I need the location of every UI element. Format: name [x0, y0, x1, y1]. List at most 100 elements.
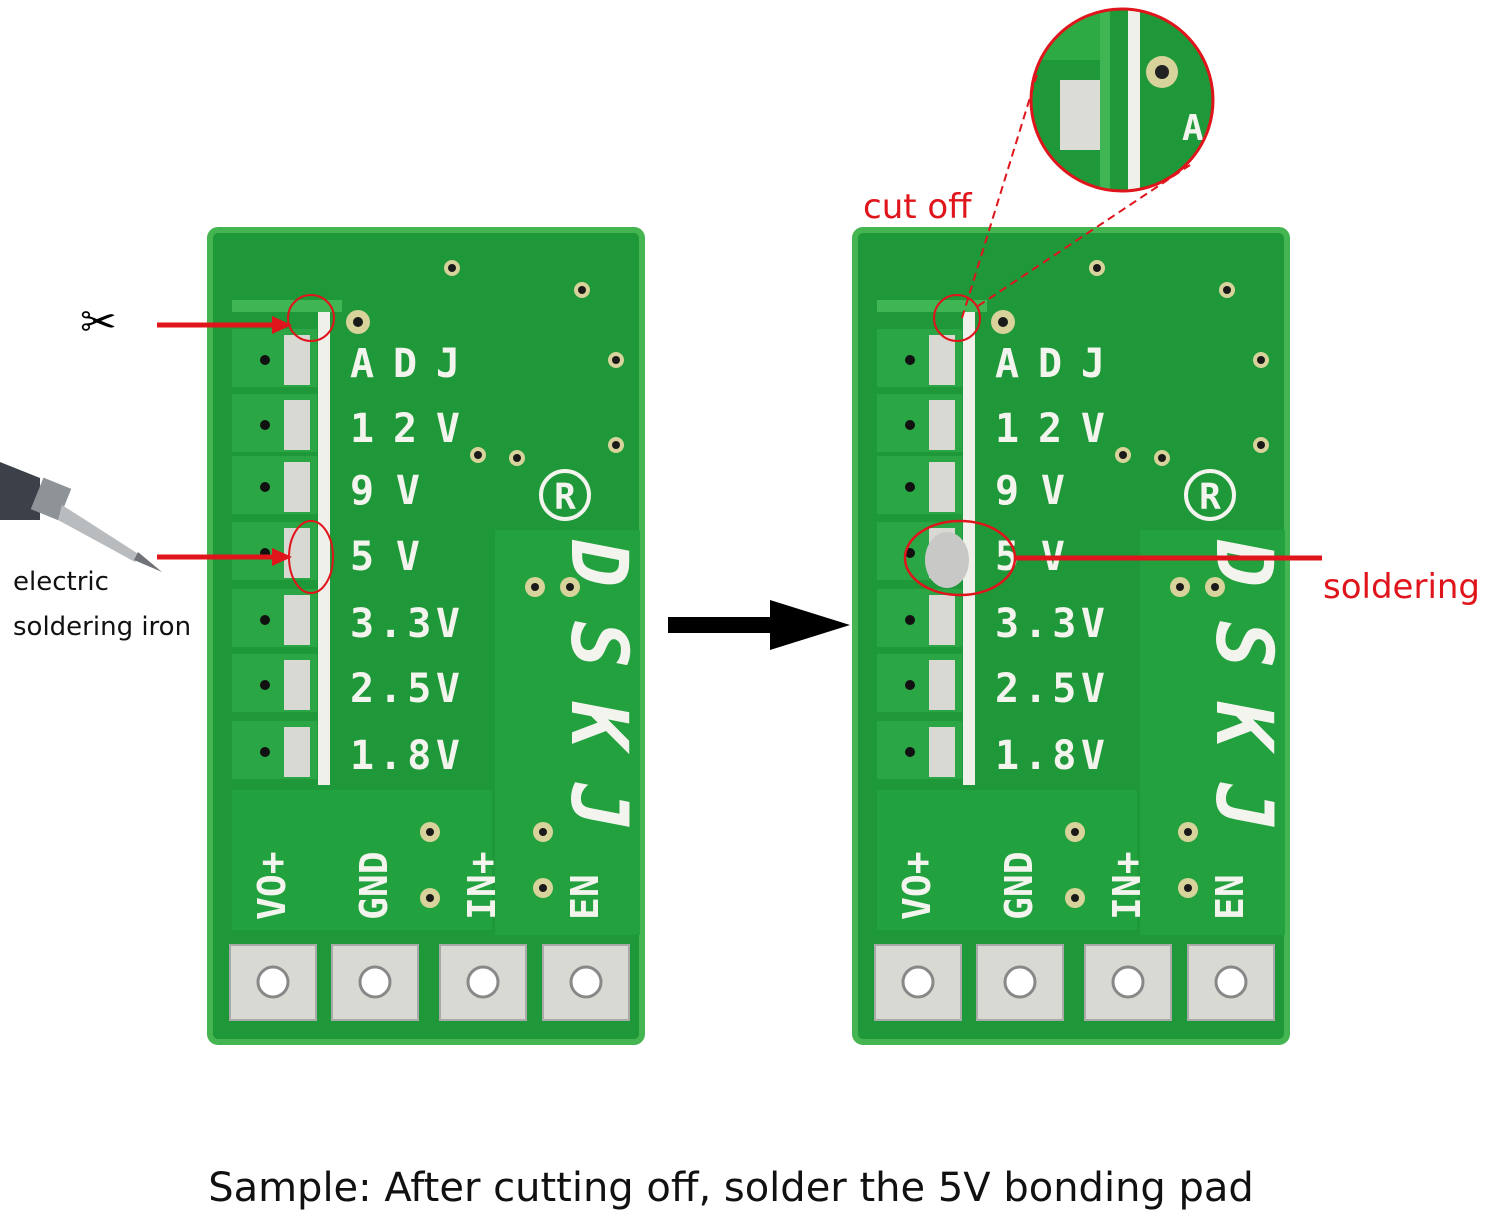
via-hole [353, 317, 363, 327]
copper-area [232, 790, 492, 930]
iron-label-line2: soldering iron [13, 612, 191, 642]
pad-label-12v: 12V [995, 406, 1105, 452]
soldering-label: soldering [1323, 567, 1480, 607]
pin-label-gnd: GND [997, 851, 1041, 920]
via-hole [539, 884, 547, 892]
solder-pad [929, 335, 955, 385]
via-hole [1119, 451, 1127, 459]
pin-label-in-plus: IN+ [1105, 851, 1149, 920]
pad-label-12v: 12V [350, 406, 460, 452]
inset-leader-line [977, 164, 1191, 307]
pin-hole [1003, 965, 1037, 999]
pad-hole [260, 482, 270, 492]
trace [318, 300, 330, 785]
transition-arrow [668, 600, 850, 650]
registered-mark: R [1199, 477, 1221, 518]
pad-hole [260, 615, 270, 625]
iron-label-line1: electric [13, 567, 109, 597]
via-hole [539, 828, 547, 836]
via-hole [578, 286, 586, 294]
via-hole [1176, 583, 1184, 591]
via-hole [1158, 454, 1166, 462]
pin-label-gnd: GND [352, 851, 396, 920]
registered-mark: R [554, 477, 576, 518]
inset-letter: A [1182, 108, 1204, 149]
pad-hole [905, 747, 915, 757]
via-hole [1211, 583, 1219, 591]
via-hole [1257, 356, 1265, 364]
solder-pad [284, 462, 310, 512]
solder-pad [929, 462, 955, 512]
pin-hole [901, 965, 935, 999]
pin-label-vo-plus: VO+ [895, 851, 939, 920]
copper-area [1140, 530, 1285, 935]
via-hole [426, 828, 434, 836]
pad-hole [260, 420, 270, 430]
pad-label-adj: ADJ [995, 341, 1105, 387]
registered-mark-circle [539, 469, 591, 521]
pad-hole [260, 747, 270, 757]
magnified-inset: A [1029, 7, 1215, 193]
via-hole [426, 894, 434, 902]
via-hole [474, 451, 482, 459]
pin-hole [1214, 965, 1248, 999]
cut-highlight-circle [933, 294, 981, 342]
pin-label-vo-plus: VO+ [250, 851, 294, 920]
solder-pad [929, 727, 955, 777]
pin-hole [466, 965, 500, 999]
via-hole [1223, 286, 1231, 294]
solder-arrow-head [272, 548, 292, 566]
pad-hole [905, 355, 915, 365]
via-hole [1184, 884, 1192, 892]
pin-label-in-plus: IN+ [460, 851, 504, 920]
via-hole [448, 264, 456, 272]
trace [963, 300, 975, 785]
registered-mark-circle [1184, 469, 1236, 521]
soldering-iron-icon [0, 462, 162, 572]
solder-highlight-ellipse [288, 520, 334, 594]
pin-hole [256, 965, 290, 999]
pad-hole [905, 482, 915, 492]
via-hole [1071, 894, 1079, 902]
trace [877, 300, 987, 312]
pad-hole [260, 680, 270, 690]
trace [232, 300, 342, 312]
via-hole [1093, 264, 1101, 272]
cut-off-label: cut off [863, 187, 973, 227]
solder-pad [284, 528, 310, 578]
via-hole [612, 356, 620, 364]
via-hole [566, 583, 574, 591]
via-hole [1184, 828, 1192, 836]
solder-pad [284, 595, 310, 645]
pad-hole [905, 680, 915, 690]
pad-hole [260, 355, 270, 365]
copper-area [495, 530, 640, 935]
via-hole [1071, 828, 1079, 836]
pin-hole [358, 965, 392, 999]
solder-pad [284, 400, 310, 450]
via-hole [612, 441, 620, 449]
solder-pad [929, 400, 955, 450]
pin-hole [569, 965, 603, 999]
cut-highlight-circle [287, 294, 335, 342]
scissors-icon: ✂ [80, 297, 117, 348]
pin-hole [1111, 965, 1145, 999]
cut-arrow-head [272, 316, 292, 334]
pad-label-adj: ADJ [350, 341, 460, 387]
pad-hole [905, 420, 915, 430]
via-hole [531, 583, 539, 591]
pad-hole [905, 548, 915, 558]
caption: Sample: After cutting off, solder the 5V… [208, 1165, 1254, 1211]
via-hole [1257, 441, 1265, 449]
copper-area [877, 790, 1137, 930]
via-hole [998, 317, 1008, 327]
solder-blob [925, 532, 969, 588]
solder-pad [929, 660, 955, 710]
solder-pad [284, 335, 310, 385]
pad-hole [905, 615, 915, 625]
via-hole [513, 454, 521, 462]
